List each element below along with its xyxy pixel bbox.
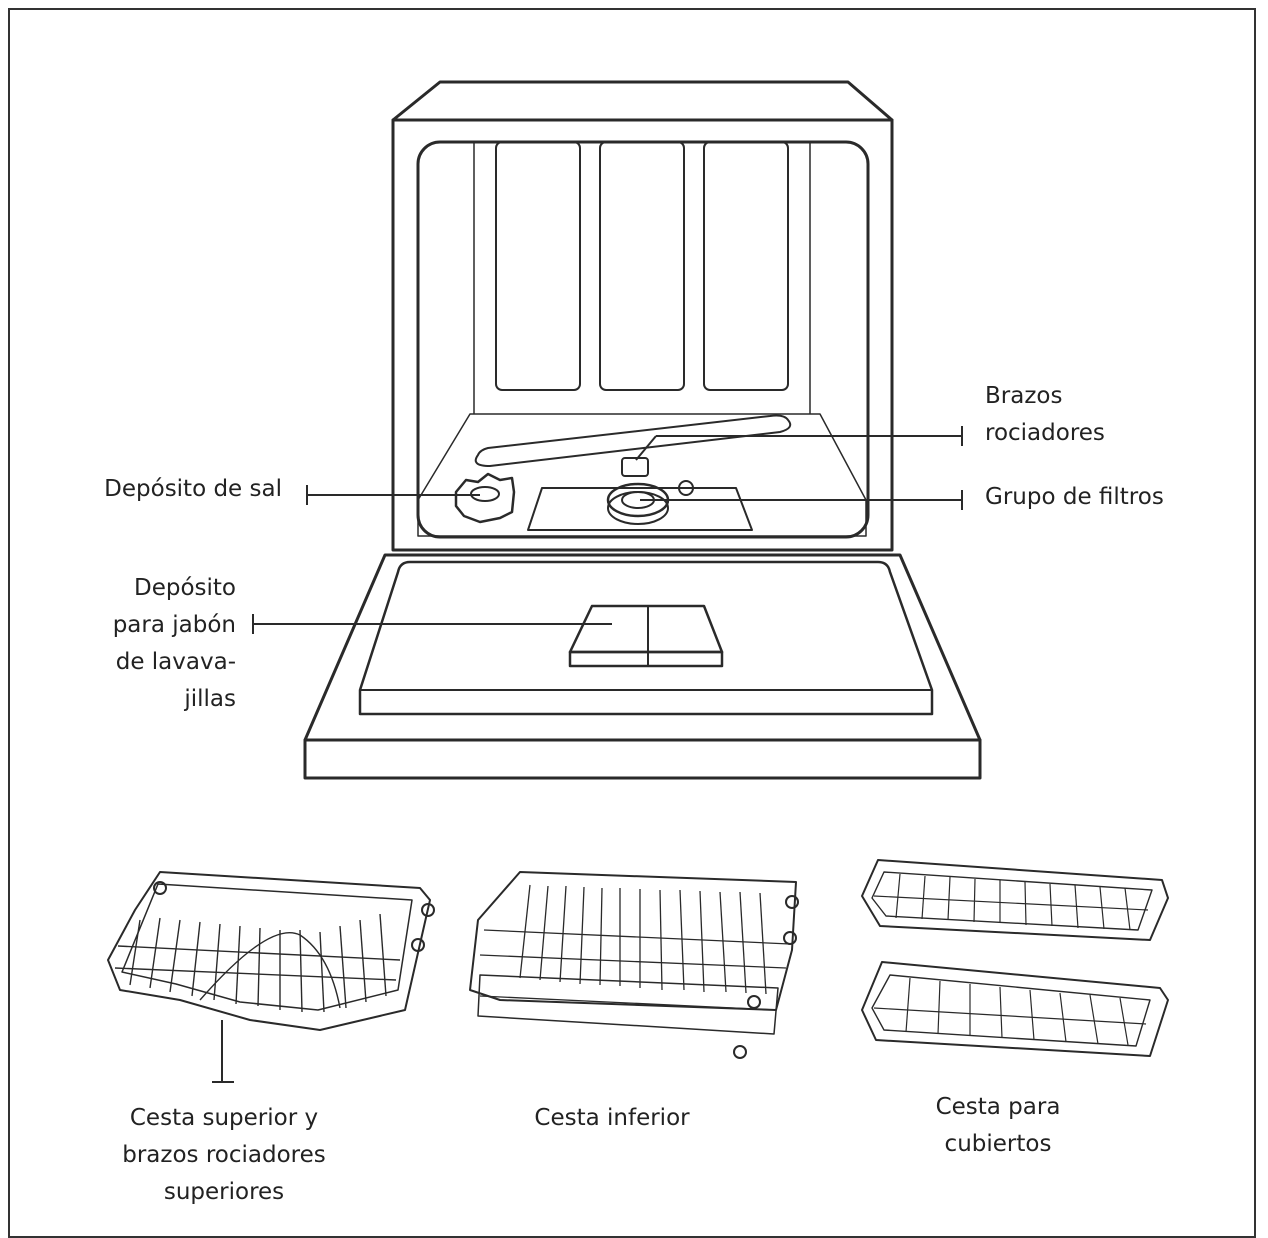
cutlery-baskets — [861, 859, 1169, 1057]
lower-basket — [469, 871, 799, 1059]
label-line: jillas — [184, 686, 236, 712]
label-line: brazos rociadores — [122, 1142, 326, 1168]
label-spray-arms: Brazos rociadores — [985, 378, 1105, 452]
label-line: Cesta para — [935, 1094, 1061, 1120]
label-line: de lavava- — [115, 649, 236, 675]
label-cutlery-basket: Cesta para cubiertos — [898, 1089, 1098, 1163]
label-detergent-dispenser: Depósito para jabón de lavava- jillas — [60, 570, 236, 718]
detergent-dispenser — [568, 604, 724, 668]
label-upper-basket: Cesta superior y brazos rociadores super… — [100, 1100, 348, 1211]
label-line: Cesta inferior — [534, 1105, 690, 1131]
upper-basket — [107, 871, 435, 1083]
salt-container-cap — [454, 472, 516, 524]
label-line: Grupo de filtros — [985, 484, 1164, 510]
leader-lines — [252, 426, 963, 634]
label-line: cubiertos — [944, 1131, 1052, 1157]
label-line: rociadores — [985, 420, 1105, 446]
spray-arm — [474, 414, 792, 477]
label-lower-basket: Cesta inferior — [500, 1100, 724, 1137]
label-line: Cesta superior y — [129, 1105, 319, 1131]
dishwasher-door — [303, 553, 982, 780]
dishwasher-cabinet — [391, 80, 894, 552]
label-filter-group: Grupo de filtros — [985, 479, 1164, 516]
label-line: para jabón — [112, 612, 236, 638]
label-line: Depósito — [134, 575, 236, 601]
filter-assembly — [527, 480, 753, 531]
label-line: Brazos — [985, 383, 1063, 409]
label-line: superiores — [163, 1179, 285, 1205]
label-line: Depósito de sal — [104, 476, 282, 502]
label-salt-container: Depósito de sal — [40, 471, 282, 508]
